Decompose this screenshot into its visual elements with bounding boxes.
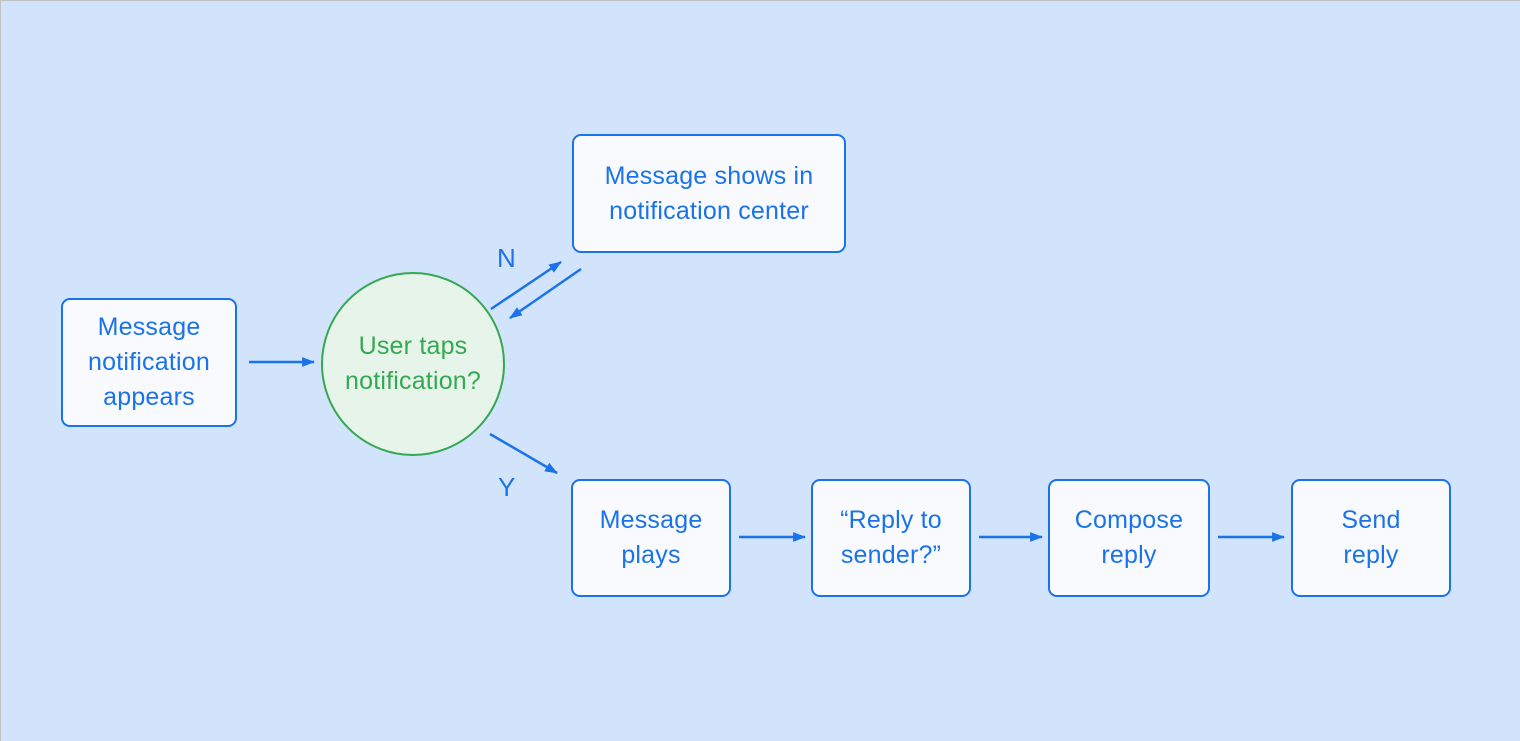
node-decision-line-2: notification? xyxy=(344,367,482,395)
node-message-plays: Message plays xyxy=(571,479,731,597)
node-start-line-1: Message xyxy=(97,313,201,341)
node-send-reply: Send reply xyxy=(1291,479,1451,597)
node-decision: User taps notification? xyxy=(321,272,505,456)
node-compose-reply: Compose reply xyxy=(1048,479,1210,597)
node-message-plays-line-2: plays xyxy=(621,541,681,569)
node-start: Message notification appears xyxy=(61,298,237,427)
edge-label-yes: Y xyxy=(498,472,516,502)
node-notification-center-line-2: notification center xyxy=(609,196,809,225)
edge-decision-to-message-plays xyxy=(489,432,558,475)
node-reply-to-sender-line-2: sender?” xyxy=(840,541,942,569)
node-start-line-2: notification xyxy=(88,348,210,376)
node-reply-to-sender-line-1: “Reply to xyxy=(840,506,942,534)
node-message-plays-line-1: Message xyxy=(599,506,703,534)
node-send-reply-line-1: Send xyxy=(1341,506,1401,534)
node-compose-reply-line-1: Compose xyxy=(1074,506,1184,534)
node-notification-center: Message shows in notification center xyxy=(572,134,846,253)
node-reply-to-sender: “Reply to sender?” xyxy=(811,479,971,597)
node-send-reply-line-2: reply xyxy=(1343,541,1399,569)
node-decision-line-1: User taps xyxy=(358,332,468,360)
edge-label-no: N xyxy=(497,243,516,273)
node-notification-center-line-1: Message shows in xyxy=(604,161,814,190)
node-compose-reply-line-2: reply xyxy=(1101,541,1157,569)
node-start-line-3: appears xyxy=(103,383,195,411)
edge-notification-center-to-decision xyxy=(509,267,582,320)
